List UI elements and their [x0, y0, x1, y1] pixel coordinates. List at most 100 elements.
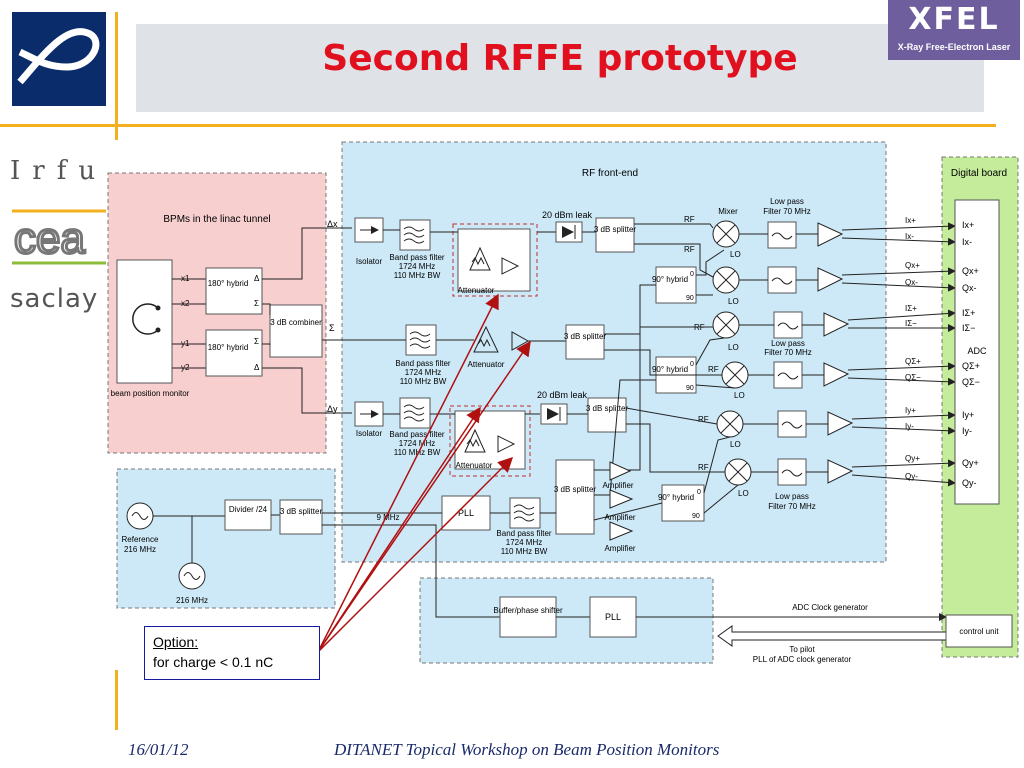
lpf-ix	[767, 221, 797, 249]
delta-x-label: Δx	[327, 219, 338, 229]
bpf-y-freq: 1724 MHz	[399, 439, 435, 448]
bpf-sum-label: Band pass filter	[395, 359, 450, 368]
optional-attenuator-y	[449, 405, 531, 477]
attenuator-x-label: Attenuator	[458, 286, 495, 295]
hybrid-90-x-label: 90° hybrid	[652, 275, 688, 284]
amp-lo-2	[609, 489, 634, 509]
divider-label: Divider /24	[229, 505, 268, 514]
freq-9mhz: 9 MHz	[376, 513, 399, 522]
isolator-y-label: Isolator	[356, 429, 383, 438]
bpf-sum-bw: 110 MHz BW	[400, 377, 447, 386]
lpf-top-label-1: Low pass	[770, 197, 804, 206]
amp-lo-2-label: Amplifier	[604, 513, 635, 522]
institute-logo	[12, 12, 106, 106]
splitter-sum-label: 3 dB splitter	[564, 332, 607, 341]
lpf-mid-label-2: Filter 70 MHz	[764, 348, 812, 357]
cea-logo: cea	[12, 209, 106, 265]
out-qyp: Qy+	[905, 454, 920, 463]
pilot-arrow	[717, 625, 947, 647]
bpf-x	[399, 219, 431, 251]
adc-in-ixm: Ix-	[962, 237, 972, 247]
lo-label-3: LO	[728, 343, 739, 352]
header-divider	[0, 124, 996, 127]
mixer-label: Mixer	[718, 207, 738, 216]
lo-label-2: LO	[728, 297, 739, 306]
reference-label: Reference	[122, 535, 159, 544]
splitter-lo	[555, 459, 595, 535]
lpf-bot-label-2: Filter 70 MHz	[768, 502, 816, 511]
bpf-y	[399, 397, 431, 429]
oscillator-216	[178, 562, 206, 590]
leak-y-label: 20 dBm leak	[537, 390, 588, 400]
combiner-3db	[269, 304, 323, 358]
bpm-device	[116, 259, 173, 384]
amp-lo-3-label: Amplifier	[604, 544, 635, 553]
hybrid-180-y-label: 180° hybrid	[208, 343, 249, 352]
reference-region	[116, 468, 336, 609]
mixer-qx	[712, 266, 740, 294]
page-title: Second RFFE prototype	[322, 38, 798, 79]
cea-logo-text: cea	[14, 214, 85, 263]
adc-in-qsm: QΣ−	[962, 377, 980, 387]
splitter-ref	[279, 499, 323, 535]
reference-freq: 216 MHz	[124, 545, 156, 554]
bpf-x-freq: 1724 MHz	[399, 262, 435, 271]
splitter-lo-label: 3 dB splitter	[554, 485, 597, 494]
out-qsp: QΣ+	[905, 357, 921, 366]
control-unit-label: control unit	[959, 627, 999, 636]
control-unit	[945, 614, 1013, 648]
option-callout: Option: for charge < 0.1 nC	[144, 626, 320, 680]
hybrid-180-x	[205, 267, 263, 315]
option-title: Option:	[153, 634, 199, 650]
leak-x-label: 20 dBm leak	[542, 210, 593, 220]
option-text: for charge < 0.1 nC	[153, 654, 274, 670]
splitter-y	[587, 397, 627, 433]
oscillator-216-label: 216 MHz	[176, 596, 208, 605]
bpf-y-bw: 110 MHz BW	[394, 448, 441, 457]
bpf-pll-label: Band pass filter	[496, 529, 551, 538]
pll-clock	[589, 596, 637, 638]
lpf-qy	[777, 458, 807, 486]
attenuator-sum-label: Attenuator	[468, 360, 505, 369]
option-arrow-3	[317, 406, 481, 653]
adc-in-qyp: Qy+	[962, 458, 979, 468]
splitter-x-label: 3 dB splitter	[594, 225, 637, 234]
hybrid-180-y	[205, 329, 263, 377]
footer-title: DITANET Topical Workshop on Beam Positio…	[334, 740, 720, 759]
out-ixp: Ix+	[905, 216, 916, 225]
hybrid-90-sum-label: 90° hybrid	[652, 365, 688, 374]
bpm-device-label: beam position monitor	[111, 389, 190, 398]
reference-oscillator	[126, 502, 154, 530]
hybrid-180-x-label: 180° hybrid	[208, 279, 249, 288]
out-qxp: Qx+	[905, 261, 920, 270]
splitter-sum	[565, 324, 605, 360]
delta-x: Δ	[254, 274, 260, 283]
lpf-qsum	[773, 361, 803, 389]
splitter-x	[595, 217, 635, 253]
bpm-region-label: BPMs in the linac tunnel	[163, 214, 270, 225]
bpf-y-label: Band pass filter	[389, 430, 444, 439]
svg-text:0: 0	[697, 489, 701, 496]
lpf-isum	[773, 311, 803, 339]
lo-label-4: LO	[734, 391, 745, 400]
lpf-qx	[767, 266, 797, 294]
amp-lo-1	[609, 461, 632, 481]
hybrid-90-x	[655, 266, 697, 304]
mixer-isum	[712, 311, 740, 339]
svg-text:0: 0	[690, 361, 694, 368]
title-bar	[136, 24, 984, 112]
rf-label-4: RF	[708, 365, 719, 374]
delta-y-label: Δy	[327, 404, 338, 414]
xfel-logo: XFEL X-Ray Free-Electron Laser	[888, 0, 1020, 60]
lpf-mid-label-1: Low pass	[771, 339, 805, 348]
delta-y: Δ	[254, 363, 260, 372]
amp-lo-1-label: Amplifier	[602, 481, 633, 490]
pll-adc-label: PLL of ADC clock generator	[753, 655, 852, 664]
left-divider-top	[115, 12, 118, 140]
lo-label-1: LO	[730, 250, 741, 259]
lpf-top-label-2: Filter 70 MHz	[763, 207, 811, 216]
pll-rf	[441, 495, 491, 531]
footer-date: 16/01/12	[128, 740, 189, 759]
amp-lo-3	[609, 521, 634, 541]
